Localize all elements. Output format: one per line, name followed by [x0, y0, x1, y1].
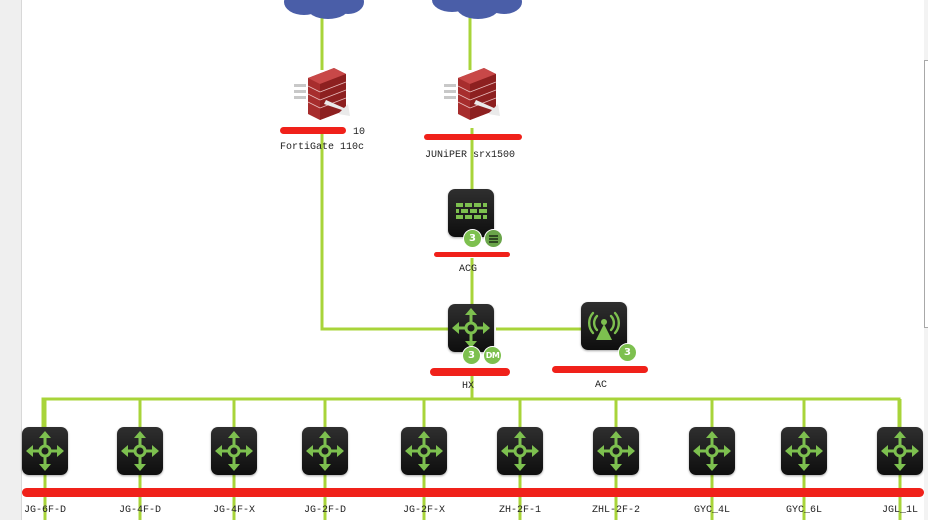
access-switch-label: JG-4F-X	[212, 505, 256, 516]
badge-dm: DM	[483, 346, 502, 365]
firewall-juniper[interactable]	[442, 64, 502, 124]
switch-icon	[401, 427, 447, 475]
access-switch-zh-2f-1[interactable]	[497, 427, 543, 475]
access-switch-label: JG-2F-D	[303, 505, 347, 516]
access-switch-gyc_4l[interactable]	[689, 427, 735, 475]
redaction-mark	[552, 366, 648, 373]
access-switch-label: JG-2F-X	[402, 505, 446, 516]
redaction-mark	[22, 488, 924, 497]
badge-count: 3	[618, 343, 637, 362]
switch-icon	[448, 304, 494, 352]
firewall-fortigate[interactable]	[292, 64, 352, 124]
link-bus	[41, 397, 901, 430]
access-switch-jg-2f-d[interactable]	[302, 427, 348, 475]
fortigate-ip-partial: 10	[353, 127, 366, 138]
scrollbar-thumb[interactable]	[924, 60, 928, 328]
badge-count: 3	[462, 346, 481, 365]
cloud-icon[interactable]	[278, 0, 368, 20]
access-switch-zhl-2f-2[interactable]	[593, 427, 639, 475]
switch-icon	[497, 427, 543, 475]
switch-icon	[689, 427, 735, 475]
cloud-icon[interactable]	[430, 0, 525, 20]
badge-count: 3	[463, 229, 482, 248]
acg-label: ACG	[458, 264, 478, 275]
access-switch-label: ZHL-2F-2	[591, 505, 641, 516]
redaction-mark	[430, 368, 510, 376]
access-switch-jg-2f-x[interactable]	[401, 427, 447, 475]
access-switch-label: GYC_6L	[785, 505, 823, 516]
device-ac[interactable]: 3	[581, 302, 651, 362]
access-switch-label: ZH-2F-1	[498, 505, 542, 516]
ac-label: AC	[594, 380, 608, 391]
access-switch-jg-4f-x[interactable]	[211, 427, 257, 475]
switch-icon	[781, 427, 827, 475]
access-switch-jg-6f-d[interactable]	[22, 427, 68, 475]
switch-icon	[22, 427, 68, 475]
hx-label: HX	[461, 381, 475, 392]
firewall-icon	[294, 68, 350, 120]
firewall-icon	[444, 68, 500, 120]
redaction-mark	[434, 252, 510, 257]
access-switch-jg-4f-d[interactable]	[117, 427, 163, 475]
left-panel	[0, 0, 22, 520]
device-acg[interactable]: 3	[448, 189, 518, 249]
wireless-ac-icon	[581, 302, 627, 350]
switch-icon	[593, 427, 639, 475]
switch-icon	[302, 427, 348, 475]
device-hx[interactable]: 3 DM	[448, 304, 518, 365]
juniper-label: JUNiPER srx1500	[424, 150, 516, 161]
switch-icon	[877, 427, 923, 475]
access-switch-label: GYC_4L	[693, 505, 731, 516]
fortigate-label: FortiGate 110c	[279, 142, 365, 153]
access-switch-label: JGL_1L	[881, 505, 919, 516]
module-icon	[484, 229, 503, 248]
switch-icon	[211, 427, 257, 475]
access-switch-gyc_6l[interactable]	[781, 427, 827, 475]
access-switch-label: JG-6F-D	[23, 505, 67, 516]
access-switch-jgl_1l[interactable]	[877, 427, 923, 475]
access-switch-label: JG-4F-D	[118, 505, 162, 516]
redaction-mark	[280, 127, 346, 134]
redaction-mark	[424, 134, 522, 140]
switch-icon	[117, 427, 163, 475]
link-fortigate-hx	[320, 128, 449, 331]
